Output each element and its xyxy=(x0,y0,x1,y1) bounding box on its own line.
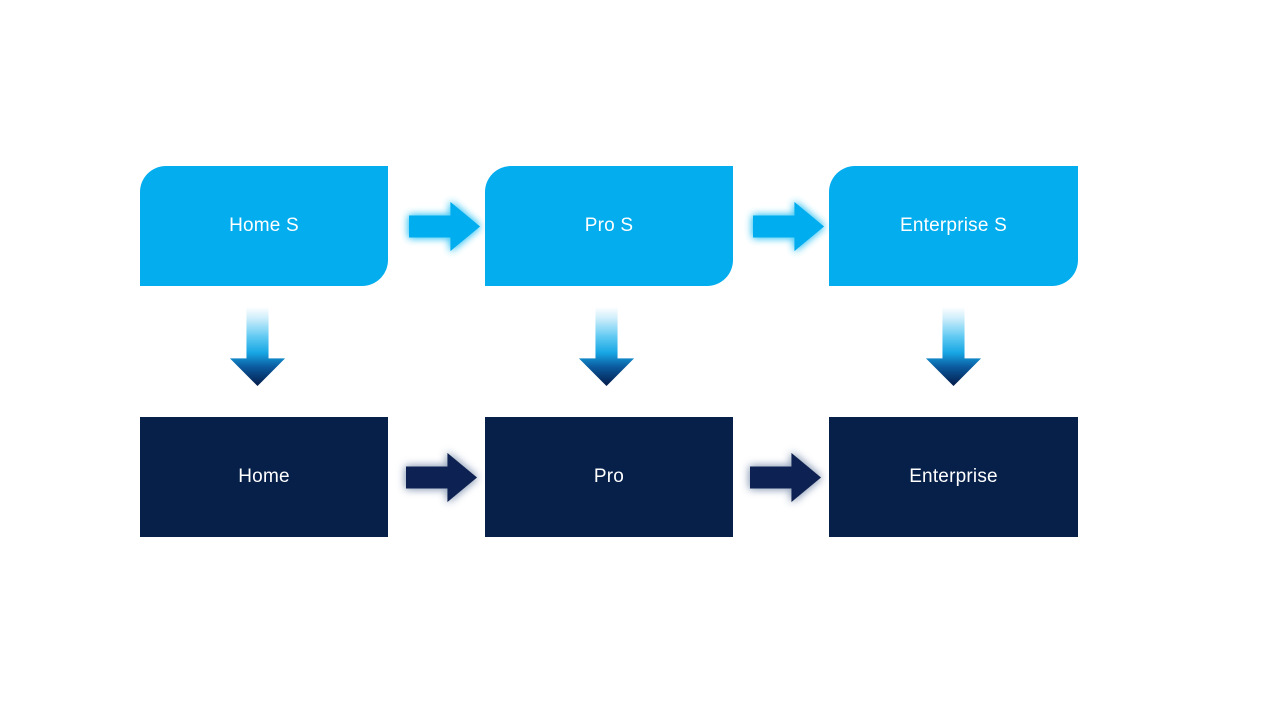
node-home-label: Home xyxy=(238,465,290,487)
arrow-home-s-to-pro-s xyxy=(409,201,481,252)
node-enterprise[interactable]: Enterprise xyxy=(829,417,1078,537)
node-enterprise-label: Enterprise xyxy=(909,465,998,487)
node-enterprise-s[interactable]: Enterprise S xyxy=(829,166,1078,286)
node-enterprise-s-label: Enterprise S xyxy=(900,214,1007,236)
arrow-enterprise-s-to-enterprise xyxy=(925,307,982,387)
node-pro-s[interactable]: Pro S xyxy=(485,166,733,286)
node-pro[interactable]: Pro xyxy=(485,417,733,537)
node-pro-label: Pro xyxy=(593,465,625,487)
arrow-home-to-pro xyxy=(406,452,478,503)
node-home-s[interactable]: Home S xyxy=(140,166,388,286)
node-home-s-label: Home S xyxy=(229,214,299,236)
arrow-pro-s-to-enterprise-s xyxy=(753,201,825,252)
arrow-pro-to-enterprise xyxy=(750,452,822,503)
node-home[interactable]: Home xyxy=(140,417,388,537)
arrow-pro-s-to-pro xyxy=(578,307,635,387)
node-pro-s-label: Pro S xyxy=(584,214,634,236)
arrow-home-s-to-home xyxy=(229,307,286,387)
